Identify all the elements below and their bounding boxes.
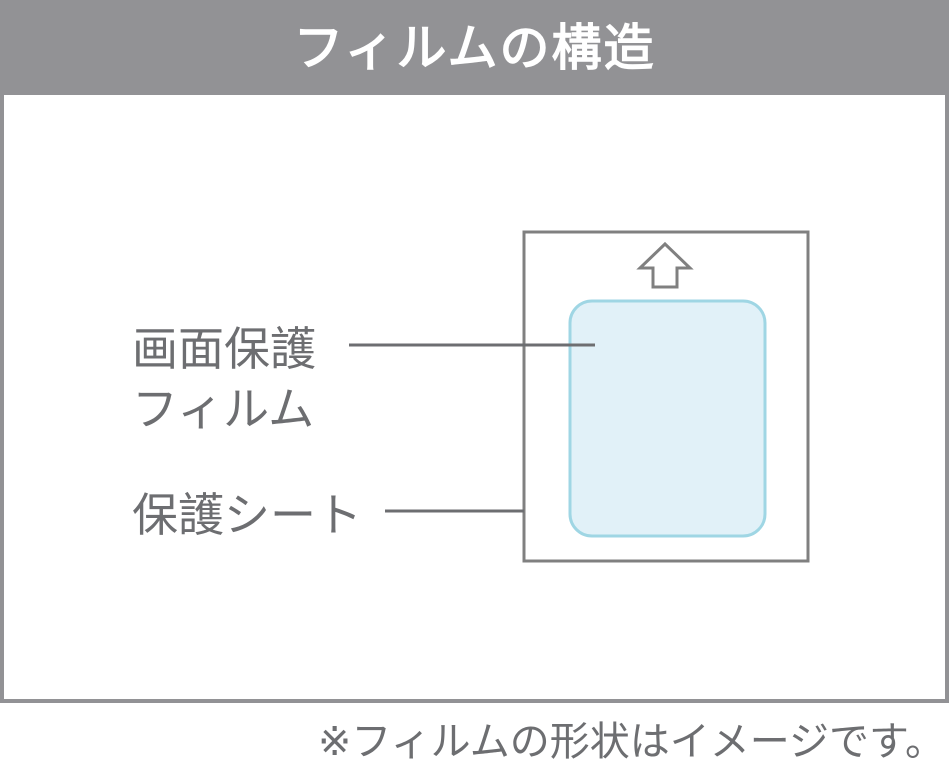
film-label-line1: 画面保護: [132, 322, 316, 376]
film-label: 画面保護 フィルム: [132, 320, 316, 440]
sheet-label: 保護シート: [132, 488, 362, 542]
screen-protector-film: [568, 299, 767, 538]
diagram-frame: [0, 0, 949, 703]
shape-disclaimer-note: ※フィルムの形状はイメージです。: [317, 719, 945, 765]
film-label-line2: フィルム: [132, 381, 315, 436]
header-bar: フィルムの構造: [0, 0, 949, 95]
page-title: フィルムの構造: [293, 18, 656, 77]
up-arrow-icon: [636, 241, 694, 289]
